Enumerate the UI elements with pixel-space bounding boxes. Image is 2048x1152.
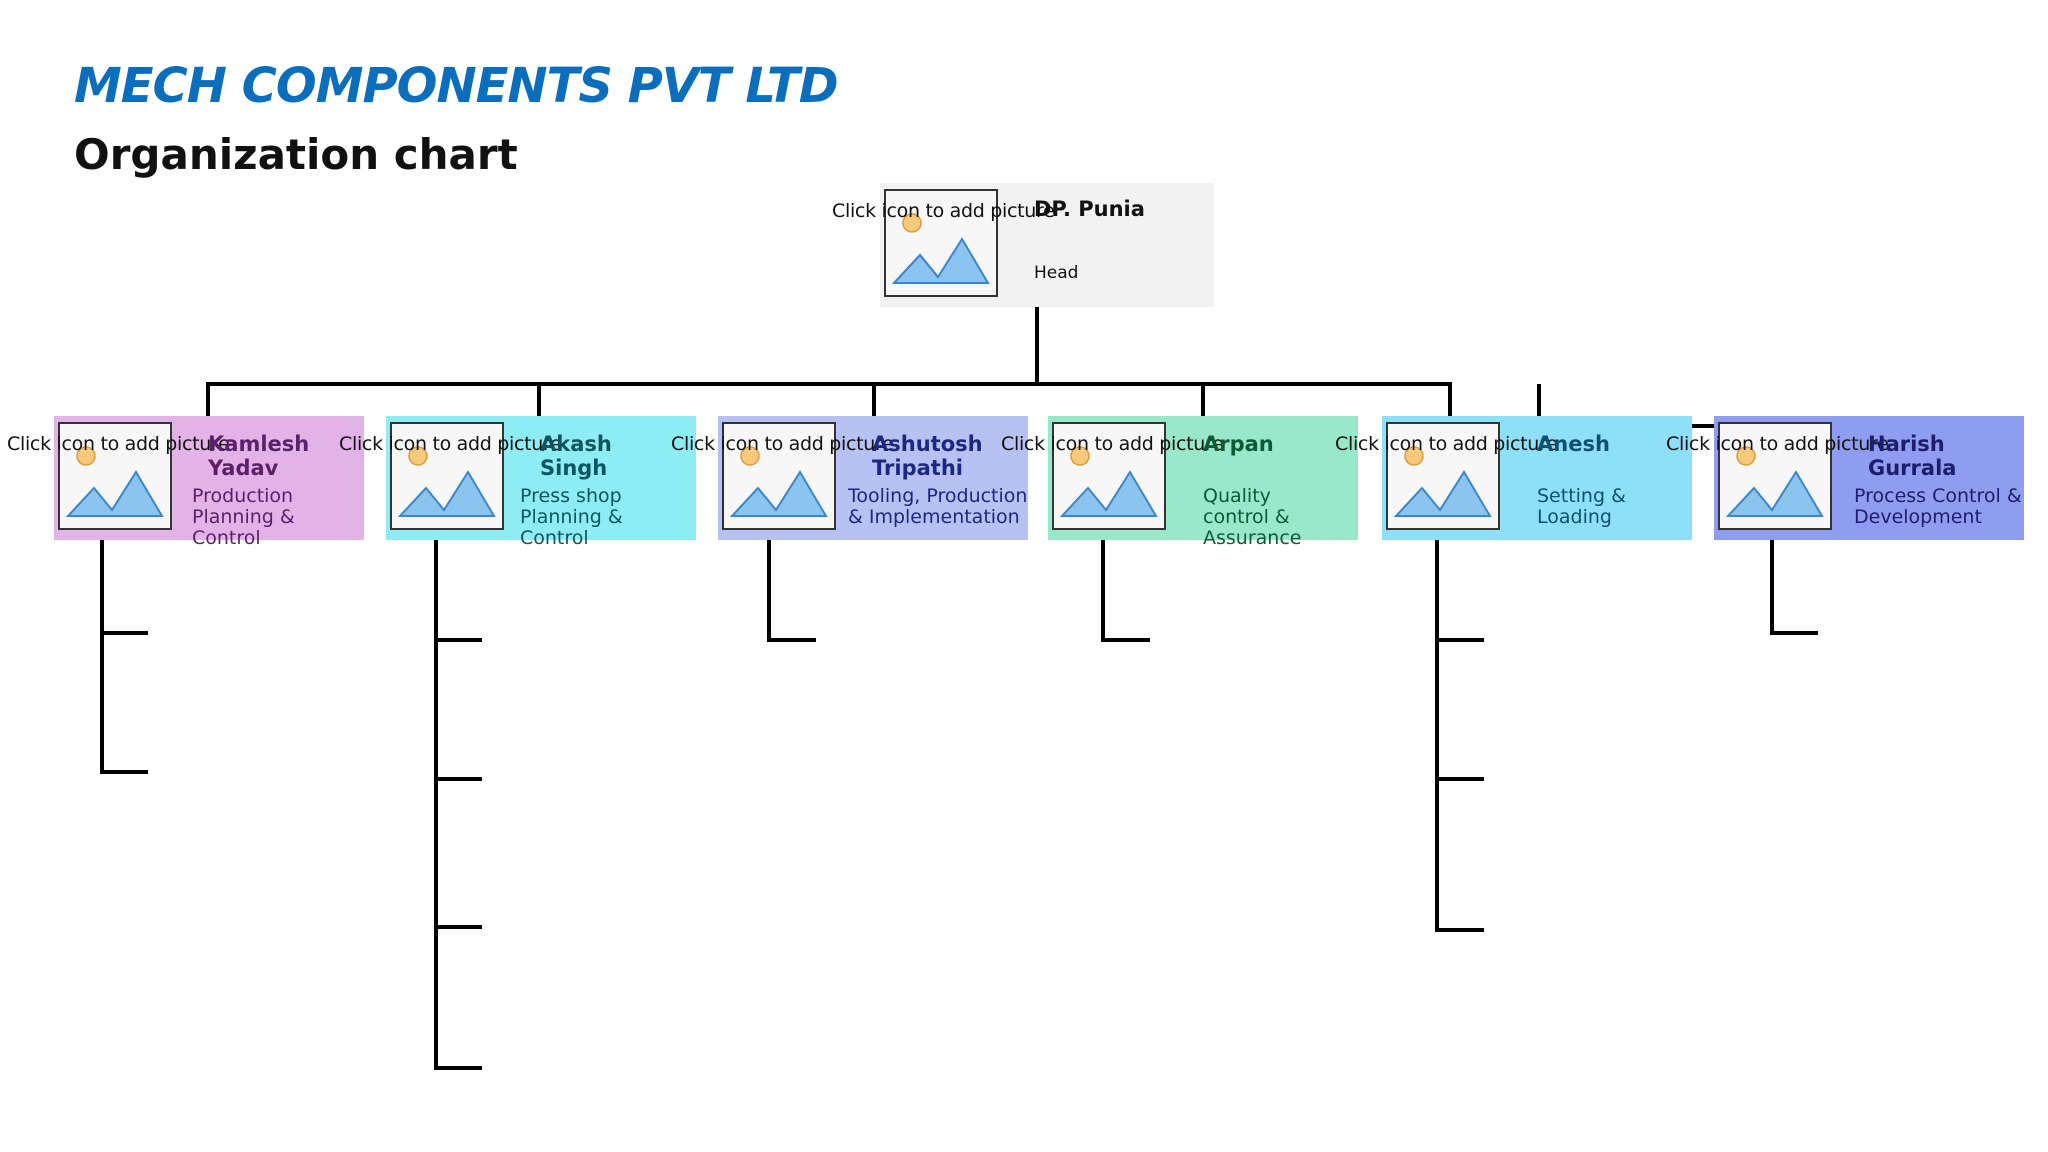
image-placeholder-icon[interactable] [390,422,504,530]
member-role: Process Control & Development [1854,485,2022,528]
image-placeholder-icon[interactable] [884,189,998,297]
member-role: Quality control & Assurance [1203,485,1302,549]
image-placeholder-icon[interactable] [722,422,836,530]
image-placeholder-icon[interactable] [1052,422,1166,530]
member-role: Setting & Loading [1537,485,1626,528]
member-name: Ashutosh Tripathi [872,432,983,480]
picture-hint: Click icon to add picture [1335,433,1558,455]
org-card-harish[interactable]: Click icon to add picture Harish Gurrala… [1666,416,2024,540]
image-placeholder-icon[interactable] [1718,422,1832,530]
picture-hint: Click icon to add picture [7,433,230,455]
head-name: DP. Punia [1034,197,1145,221]
picture-hint: Click icon to add picture [1666,433,1889,455]
org-card-kamlesh[interactable]: Click icon to add picture Kamlesh Yadav … [7,416,364,549]
picture-hint: Click icon to add picture [1001,433,1224,455]
member-name: Arpan [1203,432,1274,456]
image-placeholder-icon[interactable] [58,422,172,530]
org-card-anesh[interactable]: Click icon to add picture Anesh Setting … [1335,416,1692,540]
member-role: Production Planning & Control [192,485,295,549]
member-name: Akash Singh [540,432,612,480]
member-name: Kamlesh Yadav [208,432,310,480]
chart-title: Organization chart [74,130,518,179]
head-role: Head [1034,263,1079,283]
member-role: Press shop Planning & Control [520,485,623,549]
picture-hint: Click icon to add picture [671,433,894,455]
member-name: Harish Gurrala [1868,432,1957,480]
company-name: MECH COMPONENTS PVT LTD [74,58,839,114]
member-name: Anesh [1537,432,1610,456]
image-placeholder-icon[interactable] [1386,422,1500,530]
org-card-akash[interactable]: Click icon to add picture Akash Singh Pr… [339,416,696,549]
picture-hint: Click icon to add picture [339,433,562,455]
org-card-ashutosh[interactable]: Click icon to add picture Ashutosh Tripa… [671,416,1028,540]
member-role: Tooling, Production & Implementation [848,485,1028,528]
org-card-arpan[interactable]: Click icon to add picture Arpan Quality … [1001,416,1358,549]
org-card-head[interactable]: Click icon to add picture DP. Punia Head [832,183,1214,307]
picture-hint: Click icon to add picture [832,200,1055,222]
